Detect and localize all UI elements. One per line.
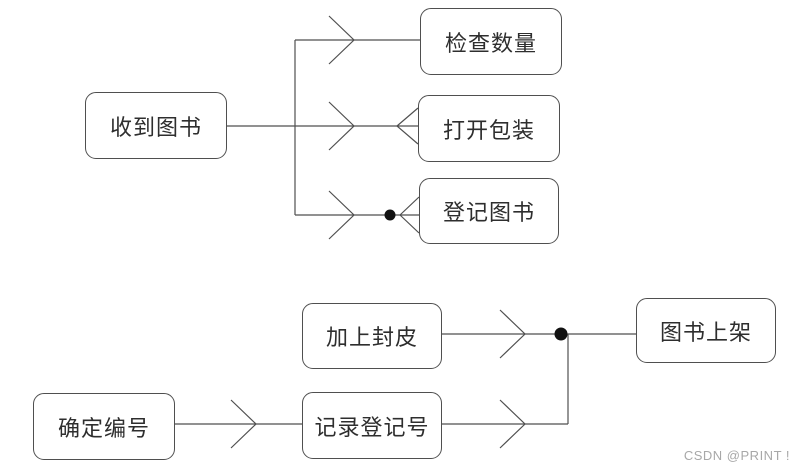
node-label: 收到图书 (109, 114, 202, 140)
node-shelve-books: 图书上架 (636, 298, 776, 363)
crow-foot-fan-icon (396, 107, 419, 145)
chevron-arrow-icon (499, 399, 526, 449)
crow-foot-fans (396, 107, 420, 234)
chevron-arrowheads (230, 15, 526, 449)
node-label: 记录登记号 (314, 414, 430, 440)
junction-dots (384, 209, 568, 341)
crow-foot-fan-icon (399, 196, 420, 234)
node-label: 图书上架 (659, 319, 752, 345)
node-label: 检查数量 (444, 30, 537, 56)
node-label: 登记图书 (442, 200, 535, 225)
node-check-quantity: 检查数量 (420, 8, 562, 75)
watermark: CSDN @PRINT ! (683, 448, 790, 463)
chevron-arrow-icon (499, 309, 526, 359)
node-receive-books: 收到图书 (85, 92, 227, 159)
chevron-arrow-icon (328, 101, 355, 151)
node-label: 确定编号 (57, 415, 150, 441)
node-record-registration-number: 记录登记号 (302, 392, 442, 459)
chevron-arrow-icon (328, 15, 355, 65)
node-open-package: 打开包装 (418, 95, 560, 162)
node-determine-number: 确定编号 (33, 393, 175, 460)
node-label: 加上封皮 (325, 325, 418, 350)
chevron-arrow-icon (230, 399, 257, 449)
junction-dot-icon (554, 327, 568, 341)
flow-lines (175, 39, 636, 425)
node-label: 打开包装 (442, 117, 535, 143)
node-register-books: 登记图书 (419, 178, 559, 244)
chevron-arrow-icon (328, 190, 355, 240)
junction-dot-icon (384, 209, 396, 221)
node-add-cover: 加上封皮 (302, 303, 442, 369)
